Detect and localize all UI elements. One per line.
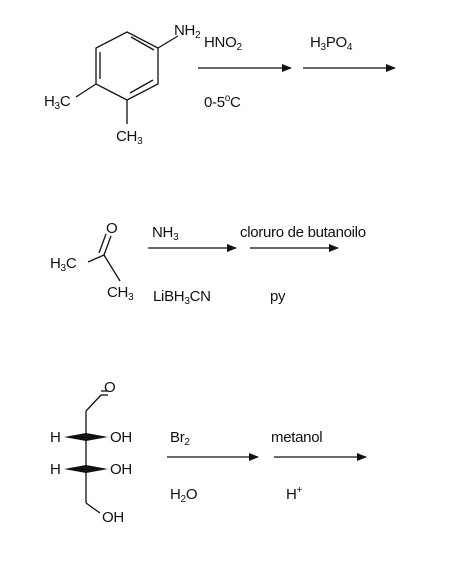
hydroxyl-c2: OH <box>110 429 132 446</box>
aldehyde-oxygen: O <box>104 379 116 396</box>
methyl-label-right: CH3 <box>107 284 134 303</box>
reagent-br2: Br2 <box>170 429 190 448</box>
methyl-label-left: H3C <box>50 255 77 274</box>
bond-ch2oh <box>85 502 101 514</box>
bond-c-ch3 <box>103 254 121 282</box>
reagent-temperature: 0-5oC <box>204 93 241 111</box>
benzene-ring <box>95 31 159 101</box>
bond-c-ch3-left <box>75 83 97 98</box>
hydroxyl-c4: OH <box>102 509 124 526</box>
hydroxyl-c3: OH <box>110 461 132 478</box>
reagent-hno2: HNO2 <box>204 34 242 53</box>
reagent-pyridine: py <box>270 288 286 305</box>
bond-c-nh2 <box>157 35 179 49</box>
reagent-libh3cn: LiBH3CN <box>153 288 211 307</box>
reagent-h3po4: H3PO4 <box>310 34 353 53</box>
reagent-h2o: H2O <box>170 486 198 505</box>
methyl-label-left: H3C <box>44 93 71 112</box>
reagent-methanol: metanol <box>271 429 323 446</box>
hydrogen-c3: H <box>50 461 61 478</box>
reagent-butanoyl-chloride: cloruro de butanoilo <box>240 224 366 241</box>
hydrogen-c2: H <box>50 429 61 446</box>
bond-ch3-c <box>87 254 105 263</box>
amine-label: NH2 <box>174 22 201 41</box>
carbonyl-oxygen: O <box>106 220 118 237</box>
wedge-bonds <box>64 433 108 473</box>
bond-c1-cho <box>85 394 102 412</box>
reagent-nh3: NH3 <box>152 224 179 243</box>
methyl-label-bottom: CH3 <box>116 128 143 147</box>
bond-c-o-2 <box>98 233 107 254</box>
bond-c-o-1 <box>103 235 112 256</box>
reagent-acid: H+ <box>286 485 303 503</box>
